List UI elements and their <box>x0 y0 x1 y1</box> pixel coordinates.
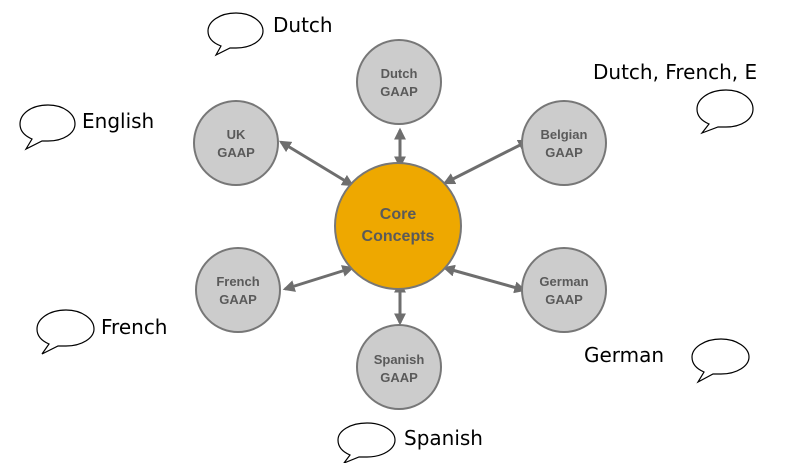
node-dutch-line2: GAAP <box>380 84 418 99</box>
core-concepts-node: Core Concepts <box>334 162 462 290</box>
lang-bubble-french: French <box>36 309 167 355</box>
lang-bubble-english: English <box>19 104 154 151</box>
node-belgian-gaap: Belgian GAAP <box>521 100 607 186</box>
lang-bubble-dutch: Dutch <box>207 12 333 57</box>
speech-bubble-icon <box>337 422 396 463</box>
node-spanish-line1: Spanish <box>374 352 425 367</box>
connector-german <box>442 264 527 294</box>
connector-uk <box>278 140 355 187</box>
node-uk-line1: UK <box>227 127 246 142</box>
lang-label-english: English <box>82 109 154 133</box>
node-dutch-line1: Dutch <box>381 66 418 81</box>
lang-bubble-belgian: Dutch, French, E <box>593 60 757 135</box>
node-dutch-gaap: Dutch GAAP <box>356 39 442 125</box>
speech-bubble-icon <box>36 309 95 355</box>
speech-bubble-icon <box>19 104 76 151</box>
lang-bubble-spanish: Spanish <box>337 422 483 463</box>
speech-bubble-icon <box>696 89 754 135</box>
node-french-line2: GAAP <box>219 292 257 307</box>
lang-label-german: German <box>584 343 664 367</box>
lang-label-spanish: Spanish <box>404 426 483 450</box>
node-german-line2: GAAP <box>545 292 583 307</box>
core-line2: Concepts <box>362 228 435 245</box>
lang-bubble-german: German <box>584 338 750 384</box>
node-german-line1: German <box>539 274 588 289</box>
node-belgian-line2: GAAP <box>545 145 583 160</box>
speech-bubble-icon <box>207 12 264 57</box>
node-uk-gaap: UK GAAP <box>193 100 279 186</box>
core-line1: Core <box>380 206 417 223</box>
node-belgian-line1: Belgian <box>541 127 588 142</box>
lang-label-belgian: Dutch, French, E <box>593 60 757 84</box>
node-french-line1: French <box>216 274 259 289</box>
connector-belgian <box>442 139 531 185</box>
node-french-gaap: French GAAP <box>195 247 281 333</box>
speech-bubble-icon <box>691 338 750 384</box>
lang-label-dutch: Dutch <box>273 13 333 37</box>
lang-label-french: French <box>101 315 167 339</box>
connector-french <box>282 265 355 292</box>
node-spanish-line2: GAAP <box>380 370 418 385</box>
node-spanish-gaap: Spanish GAAP <box>356 324 442 410</box>
node-german-gaap: German GAAP <box>521 247 607 333</box>
node-uk-line2: GAAP <box>217 145 255 160</box>
